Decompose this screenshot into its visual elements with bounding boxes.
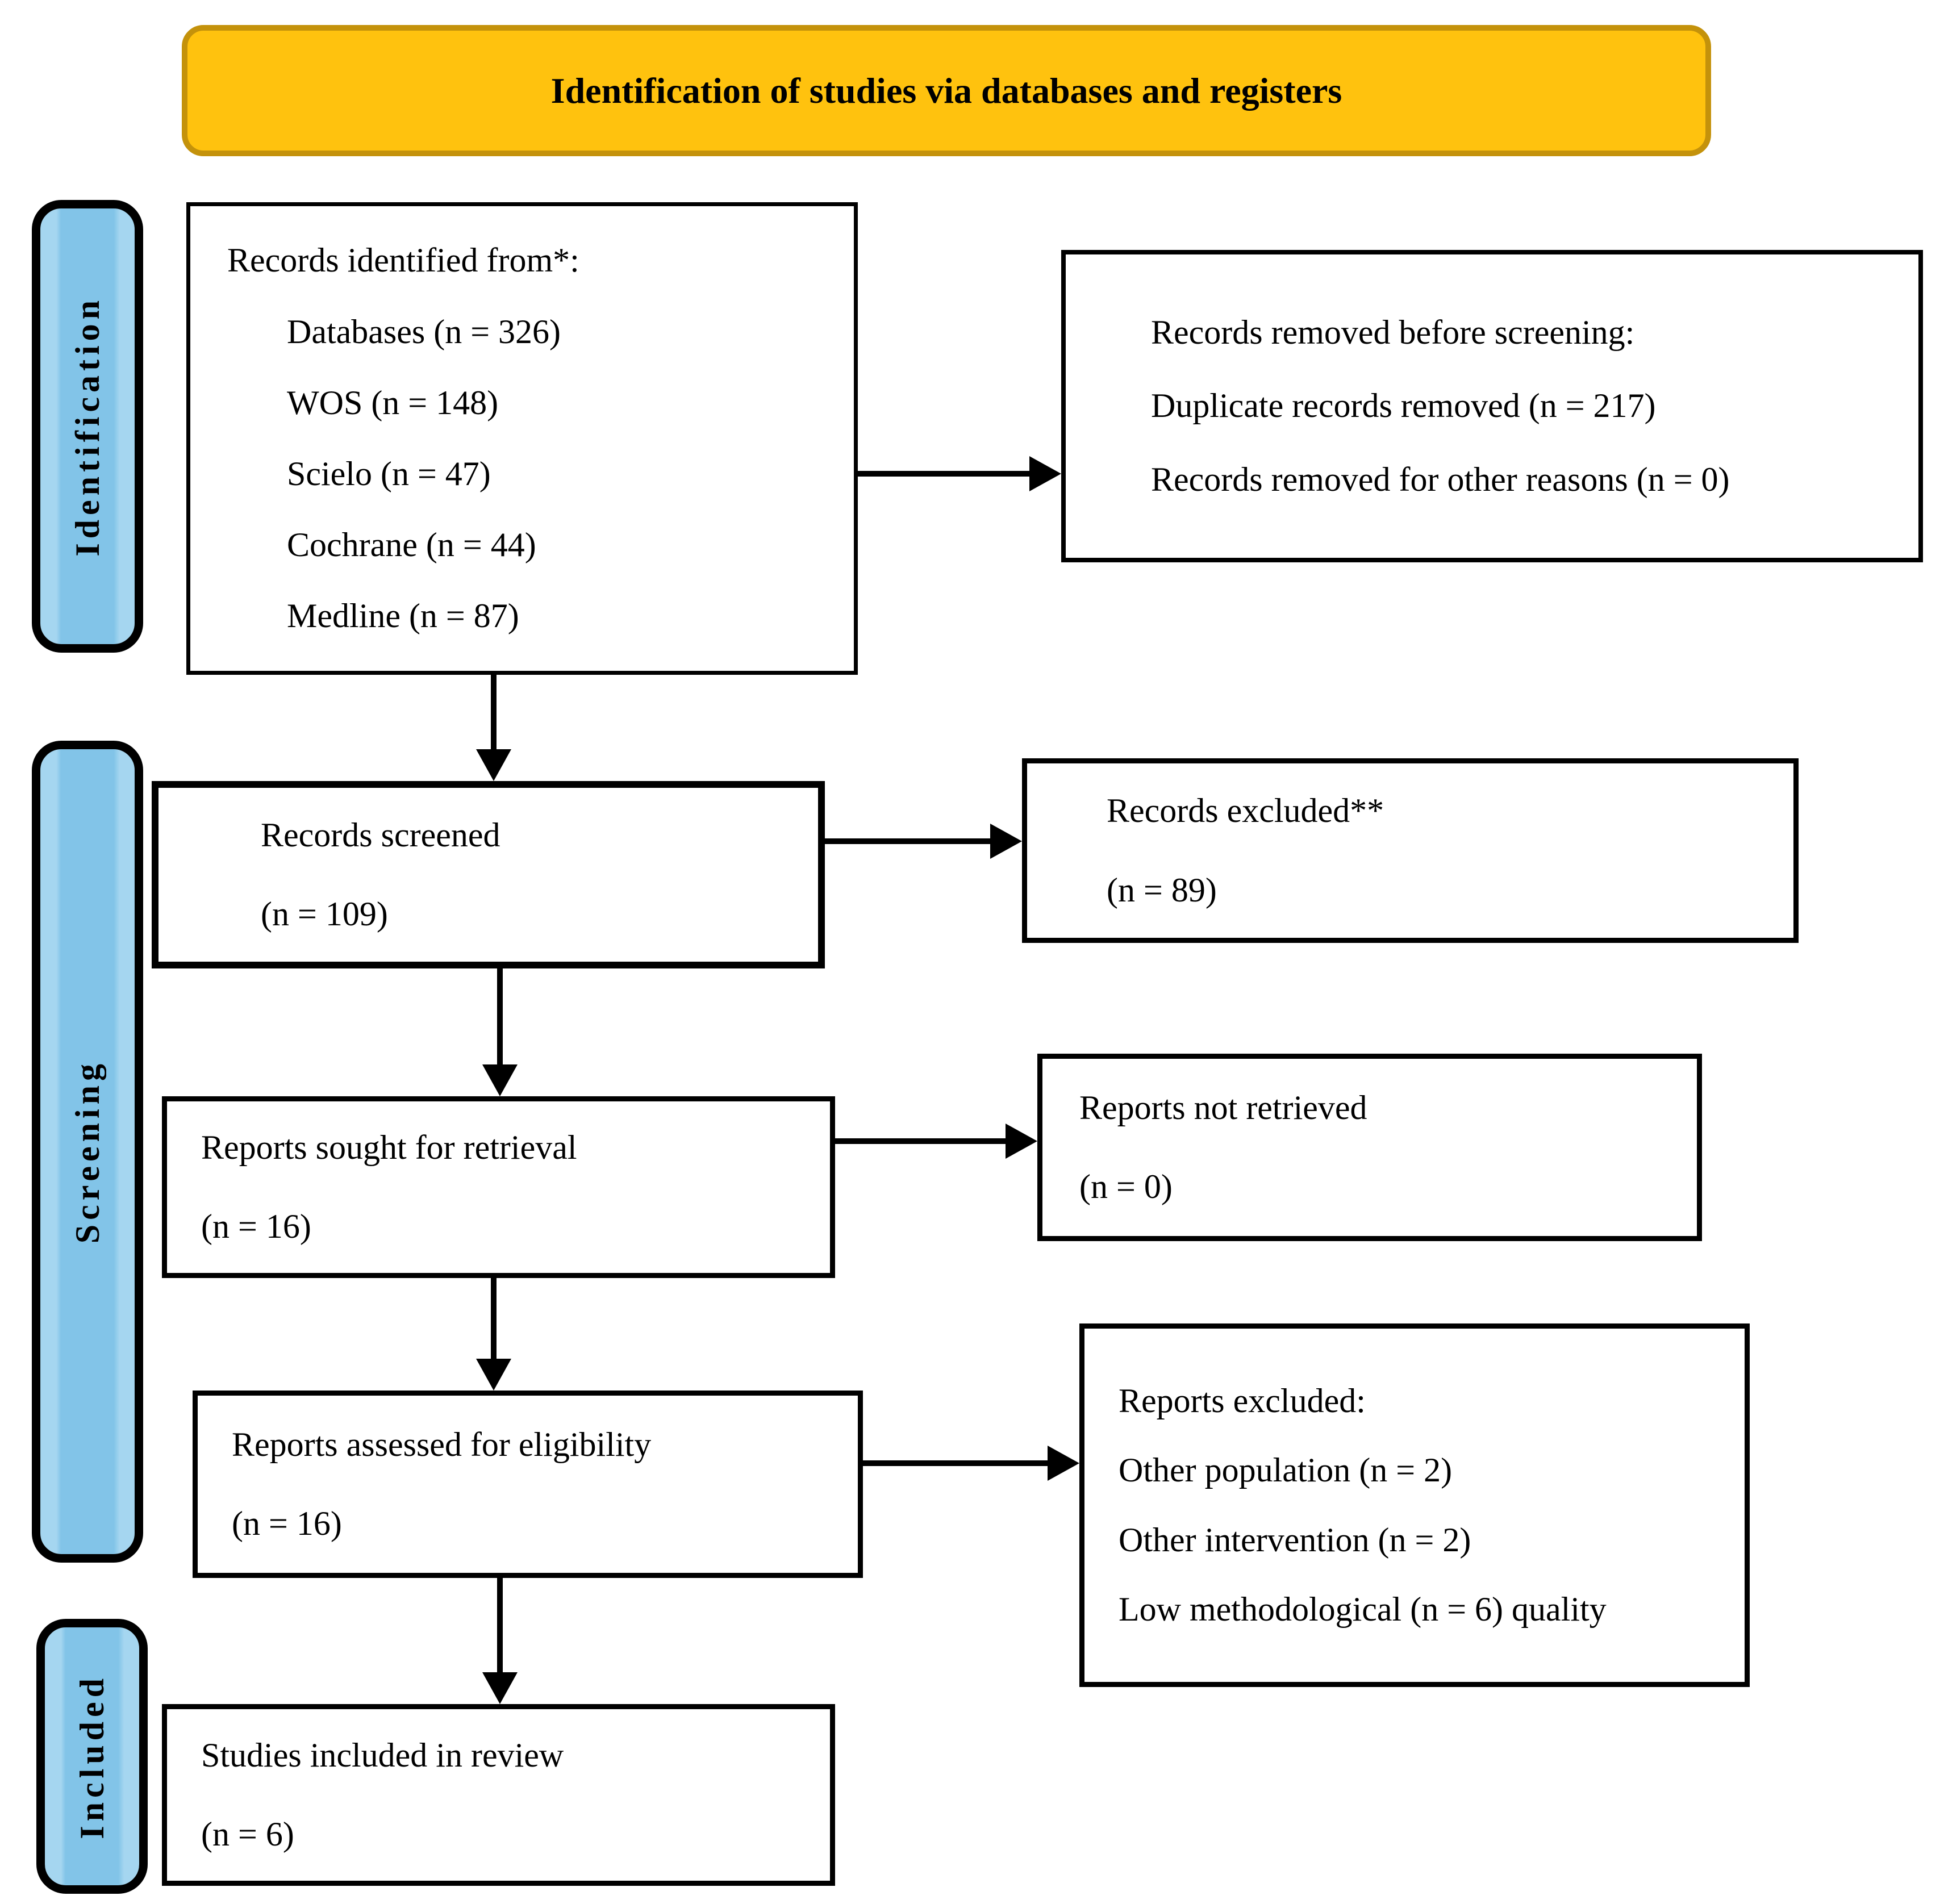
studies-included-count: (n = 6) <box>201 1815 294 1853</box>
arrow-shaft <box>497 1578 503 1675</box>
stage-label-identification-text: Identification <box>68 296 106 557</box>
records-screened-label: Records screened <box>261 816 500 854</box>
arrow-identified-to-removed <box>858 456 1061 491</box>
box-records-screened: Records screened (n = 109) <box>152 781 825 968</box>
box-reports-not-retrieved: Reports not retrieved (n = 0) <box>1037 1054 1702 1241</box>
arrow-head-icon <box>482 1064 518 1096</box>
records-excluded-count: (n = 89) <box>1107 871 1217 909</box>
box-reports-sought: Reports sought for retrieval (n = 16) <box>162 1096 835 1278</box>
box-studies-included: Studies included in review (n = 6) <box>162 1704 835 1886</box>
arrow-shaft <box>863 1460 1050 1466</box>
records-screened-count: (n = 109) <box>261 895 388 933</box>
reports-sought-count: (n = 16) <box>201 1208 311 1245</box>
arrow-head-icon <box>990 824 1022 859</box>
records-identified-item: Cochrane (n = 44) <box>287 526 536 564</box>
phase-banner: Identification of studies via databases … <box>182 25 1711 156</box>
arrow-identified-to-screened <box>476 675 511 781</box>
records-excluded-label: Records excluded** <box>1107 792 1384 830</box>
diagram-title: Identification of studies via databases … <box>550 70 1342 111</box>
arrow-head-icon <box>1029 456 1061 491</box>
arrow-screened-to-sought <box>482 968 518 1096</box>
arrow-head-icon <box>482 1672 518 1704</box>
arrow-sought-to-not-retrieved <box>835 1124 1037 1159</box>
reports-excluded-other-population: Other population (n = 2) <box>1119 1451 1453 1489</box>
reports-not-retrieved-count: (n = 0) <box>1079 1168 1173 1205</box>
records-identified-item: Medline (n = 87) <box>287 597 519 635</box>
arrow-shaft <box>491 675 497 751</box>
arrow-head-icon <box>476 1359 511 1391</box>
arrow-shaft <box>825 838 992 844</box>
box-records-excluded: Records excluded** (n = 89) <box>1022 758 1799 943</box>
records-identified-item: Scielo (n = 47) <box>287 455 491 492</box>
records-removed-other-reasons: Records removed for other reasons (n = 0… <box>1151 460 1730 498</box>
arrow-shaft <box>835 1138 1008 1144</box>
stage-label-included-text: Included <box>73 1673 111 1839</box>
box-reports-excluded: Reports excluded: Other population (n = … <box>1079 1323 1750 1687</box>
stage-label-screening: Screening <box>32 741 143 1563</box>
reports-assessed-count: (n = 16) <box>232 1505 342 1542</box>
stage-label-identification: Identification <box>32 200 143 653</box>
reports-sought-label: Reports sought for retrieval <box>201 1128 577 1166</box>
box-reports-assessed: Reports assessed for eligibility (n = 16… <box>193 1391 863 1578</box>
arrow-assessed-to-included <box>482 1578 518 1704</box>
arrow-sought-to-assessed <box>476 1278 511 1391</box>
arrow-head-icon <box>1048 1446 1079 1481</box>
arrow-shaft <box>497 968 503 1067</box>
arrow-head-icon <box>476 749 511 781</box>
box-records-identified: Records identified from*: Databases (n =… <box>186 202 858 675</box>
records-removed-duplicates: Duplicate records removed (n = 217) <box>1151 387 1656 425</box>
stage-label-screening-text: Screening <box>68 1059 106 1244</box>
records-removed-heading: Records removed before screening: <box>1151 314 1635 352</box>
records-identified-item: WOS (n = 148) <box>287 383 499 421</box>
box-records-removed-before-screening: Records removed before screening: Duplic… <box>1061 250 1923 562</box>
records-identified-item: Databases (n = 326) <box>287 312 561 350</box>
reports-excluded-heading: Reports excluded: <box>1119 1382 1366 1420</box>
records-identified-heading: Records identified from*: <box>227 241 579 279</box>
arrow-shaft <box>491 1278 497 1361</box>
reports-excluded-low-quality: Low methodological (n = 6) quality <box>1119 1590 1607 1628</box>
arrow-shaft <box>858 471 1032 477</box>
arrow-assessed-to-reports-excluded <box>863 1446 1079 1481</box>
studies-included-label: Studies included in review <box>201 1736 564 1774</box>
reports-assessed-label: Reports assessed for eligibility <box>232 1425 652 1463</box>
reports-excluded-other-intervention: Other intervention (n = 2) <box>1119 1521 1471 1559</box>
stage-label-included: Included <box>36 1619 148 1894</box>
reports-not-retrieved-label: Reports not retrieved <box>1079 1088 1367 1126</box>
arrow-head-icon <box>1006 1124 1037 1159</box>
arrow-screened-to-excluded <box>825 824 1022 859</box>
